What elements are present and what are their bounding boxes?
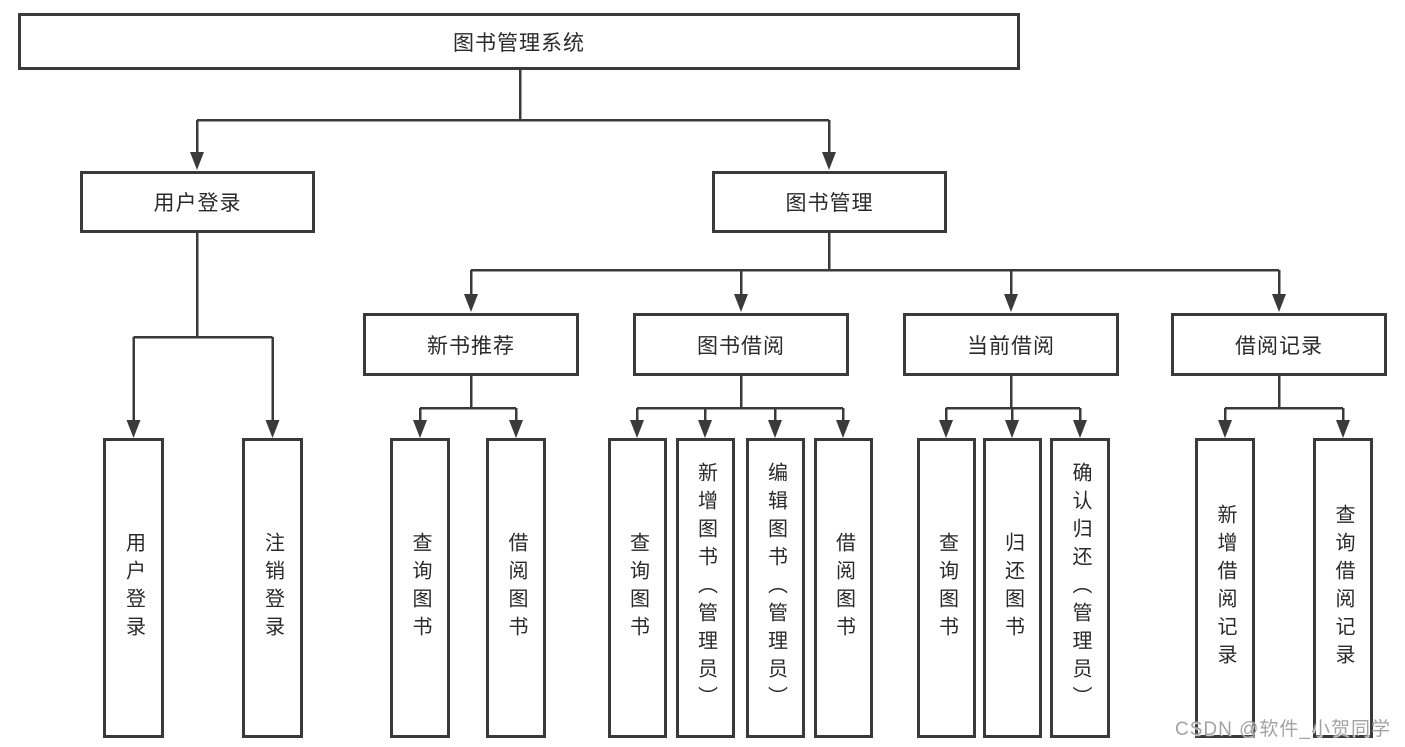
node-root: 图书管理系统 [18, 13, 1020, 70]
leaf-query-books-borrow: 查询图书 [608, 438, 667, 738]
node-user-login: 用户登录 [80, 171, 315, 233]
leaf-add-borrow-record: 新增借阅记录 [1195, 438, 1255, 738]
leaf-return-book: 归还图书 [983, 438, 1042, 738]
connector-path [132, 70, 1345, 421]
arrowheads [126, 152, 1350, 438]
node-new-book-recommend: 新书推荐 [363, 313, 579, 376]
node-book-management: 图书管理 [712, 171, 947, 233]
leaf-user-login: 用户登录 [103, 438, 164, 738]
node-book-borrow: 图书借阅 [633, 313, 849, 376]
leaf-confirm-return-admin: 确认归还（管理员） [1050, 438, 1110, 738]
leaf-logout: 注销登录 [242, 438, 303, 738]
node-current-borrow: 当前借阅 [903, 313, 1119, 376]
leaf-query-books-current: 查询图书 [917, 438, 976, 738]
leaf-borrow-books: 借阅图书 [814, 438, 873, 738]
leaf-add-book-admin: 新增图书（管理员） [676, 438, 735, 738]
leaf-query-borrow-record: 查询借阅记录 [1313, 438, 1373, 738]
watermark: CSDN @软件_小贺同学 [1175, 719, 1391, 740]
node-borrow-records: 借阅记录 [1171, 313, 1387, 376]
leaf-borrow-books-recommend: 借阅图书 [486, 438, 546, 738]
leaf-edit-book-admin: 编辑图书（管理员） [746, 438, 805, 738]
leaf-query-books-recommend: 查询图书 [390, 438, 450, 738]
